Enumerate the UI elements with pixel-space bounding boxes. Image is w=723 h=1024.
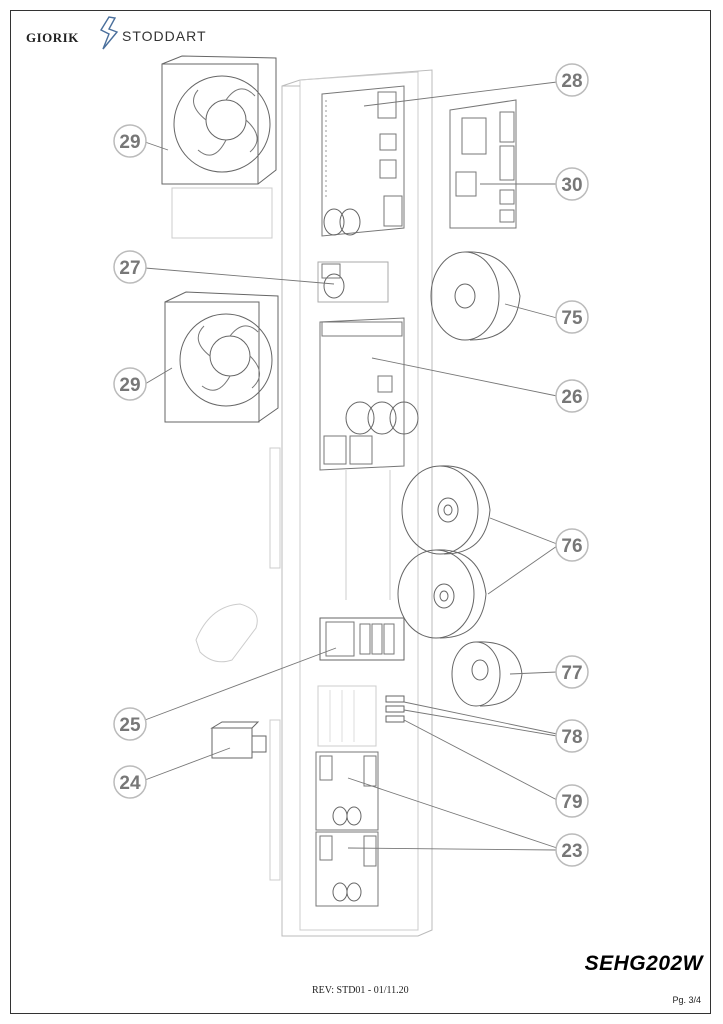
page-number: Pg. 3/4 <box>672 995 701 1005</box>
svg-text:30: 30 <box>561 175 582 196</box>
callout-75: 75 <box>555 300 589 334</box>
callout-23: 23 <box>555 833 589 867</box>
toroid-76-lower <box>397 549 487 639</box>
callout-29-bottom: 29 <box>113 367 147 401</box>
page-frame <box>10 10 711 1014</box>
fan-29-bottom <box>164 291 279 423</box>
callouts: 28 29 30 27 75 29 26 76 77 25 78 24 79 2… <box>113 63 589 867</box>
svg-text:25: 25 <box>119 715 141 736</box>
stoddart-logo-icon <box>100 16 119 50</box>
callout-27: 27 <box>113 250 147 284</box>
power-board-26 <box>319 317 419 600</box>
callout-26: 26 <box>555 379 589 413</box>
svg-text:76: 76 <box>561 536 582 557</box>
heatsink-block <box>317 685 377 747</box>
control-board-28 <box>321 85 405 237</box>
svg-text:27: 27 <box>119 258 140 279</box>
revision-label: REV: STD01 - 01/11.20 <box>312 985 409 996</box>
svg-text:29: 29 <box>119 132 140 153</box>
callout-79: 79 <box>555 784 589 818</box>
callout-30: 30 <box>555 167 589 201</box>
callout-76: 76 <box>555 528 589 562</box>
contactor-25 <box>319 617 405 661</box>
svg-text:78: 78 <box>561 727 582 748</box>
svg-text:24: 24 <box>119 773 141 794</box>
svg-text:77: 77 <box>561 663 582 684</box>
callout-25: 25 <box>113 707 147 741</box>
leader-lines <box>144 81 558 851</box>
capacitor-ghost <box>195 603 258 663</box>
sensor-24 <box>210 721 267 759</box>
svg-text:75: 75 <box>561 308 583 329</box>
toroid-77 <box>451 641 523 707</box>
cabinet-panel <box>269 69 433 937</box>
toroid-75 <box>430 251 521 341</box>
giorik-logo: GIORIK <box>26 30 79 45</box>
svg-text:28: 28 <box>561 71 582 92</box>
svg-text:23: 23 <box>561 841 582 862</box>
model-code: SEHG202W <box>584 952 703 975</box>
fan-29-top <box>161 55 277 239</box>
callout-29-top: 29 <box>113 124 147 158</box>
svg-text:26: 26 <box>561 387 582 408</box>
callout-24: 24 <box>113 765 147 799</box>
callout-77: 77 <box>555 655 589 689</box>
stoddart-logo: STODDART <box>122 28 207 44</box>
svg-text:29: 29 <box>119 375 140 396</box>
toroid-76-upper <box>401 465 491 555</box>
control-board-23-lower <box>315 831 379 907</box>
control-board-23-upper <box>315 751 379 831</box>
svg-text:79: 79 <box>561 792 582 813</box>
relay-27 <box>317 261 389 303</box>
callout-78: 78 <box>555 719 589 753</box>
control-board-30 <box>449 99 517 229</box>
fuses-78 <box>385 695 405 723</box>
callout-28: 28 <box>555 63 589 97</box>
